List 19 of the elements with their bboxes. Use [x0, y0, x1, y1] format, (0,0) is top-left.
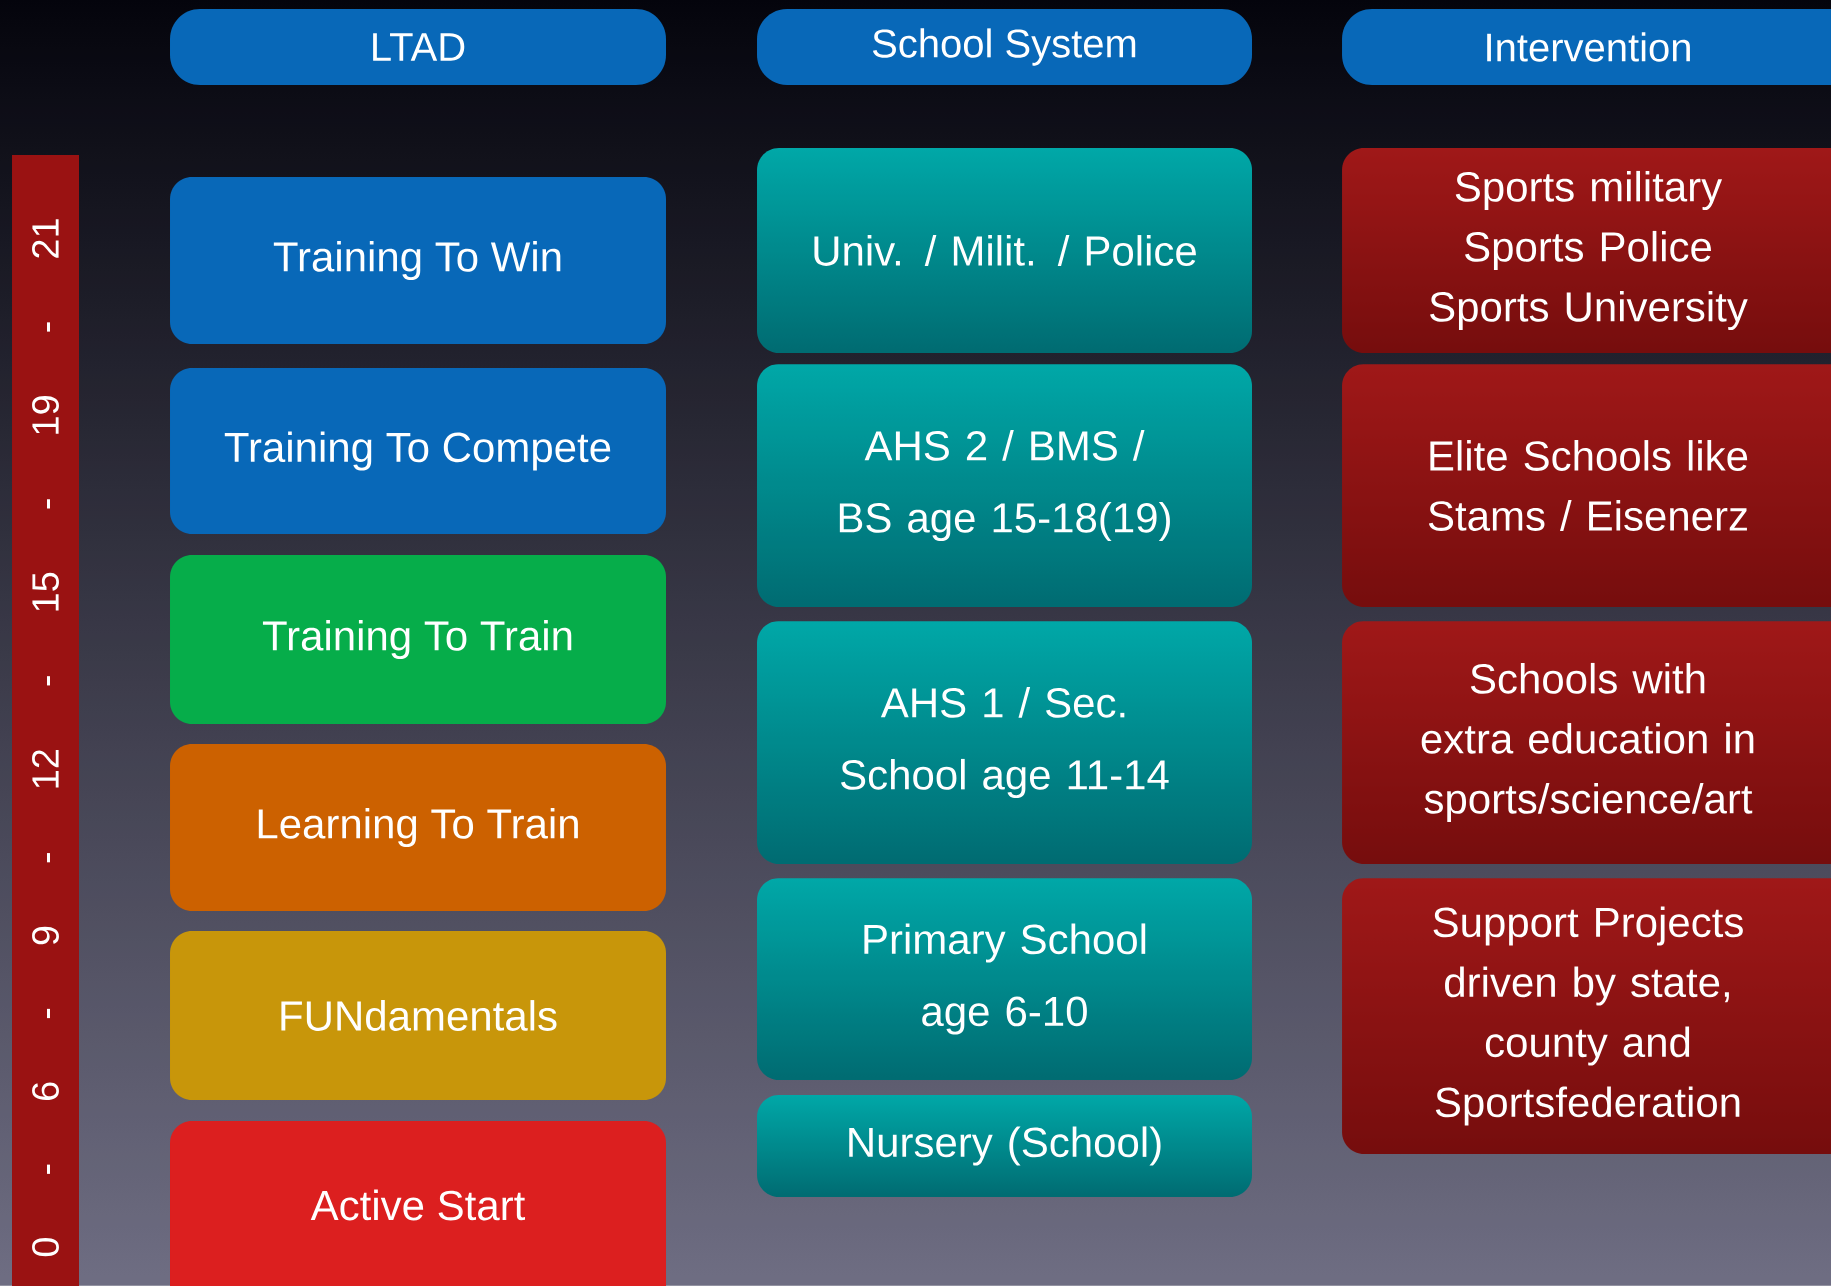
node-label: Training To Compete	[224, 431, 611, 471]
stage-box	[170, 1121, 666, 1286]
header-box	[170, 9, 666, 85]
node-label: LTAD	[373, 33, 465, 61]
node-label: Training To Train	[262, 619, 572, 660]
stage-box	[170, 555, 666, 724]
node-label: School System	[872, 28, 1136, 66]
stage-box	[170, 931, 666, 1100]
stage-box	[170, 744, 666, 911]
stage-box	[170, 368, 666, 534]
node-label: FUNdamentals	[281, 1000, 557, 1031]
node-label: Learning To Train	[258, 807, 578, 848]
header-box	[757, 9, 1252, 85]
node-label: Training To Win	[273, 240, 561, 281]
age-scale-bar: 0 - 6 - 9 - 12 - 15 - 19 - 21	[12, 155, 79, 1286]
node-label: Intervention	[1487, 32, 1690, 62]
node-label: Active Start	[310, 1189, 526, 1221]
stage-box	[170, 177, 666, 344]
header-box	[1342, 9, 1831, 85]
